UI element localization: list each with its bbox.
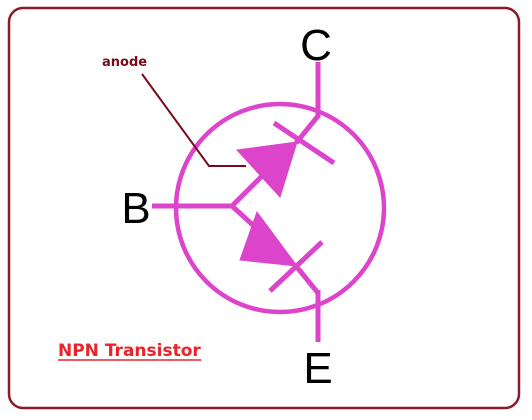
diagram-title: NPN Transistor xyxy=(58,341,201,361)
upper-diode-anode-lead xyxy=(230,174,264,208)
upper-diode-triangle xyxy=(235,141,298,198)
anode-annotation: anode xyxy=(102,55,147,70)
lower-diode-cathode-lead xyxy=(294,264,320,295)
base-label: B xyxy=(121,184,150,233)
collector-label: C xyxy=(300,21,332,70)
lower-diode-triangle xyxy=(239,210,299,267)
emitter-label: E xyxy=(303,344,332,393)
transistor-symbol xyxy=(152,62,387,342)
lower-diode-anode-lead xyxy=(230,204,256,228)
diagram-frame xyxy=(7,6,521,410)
anode-leader-line xyxy=(141,73,246,167)
upper-diode-cathode-lead xyxy=(294,114,320,145)
upper-diode-cathode-bar xyxy=(272,120,336,166)
